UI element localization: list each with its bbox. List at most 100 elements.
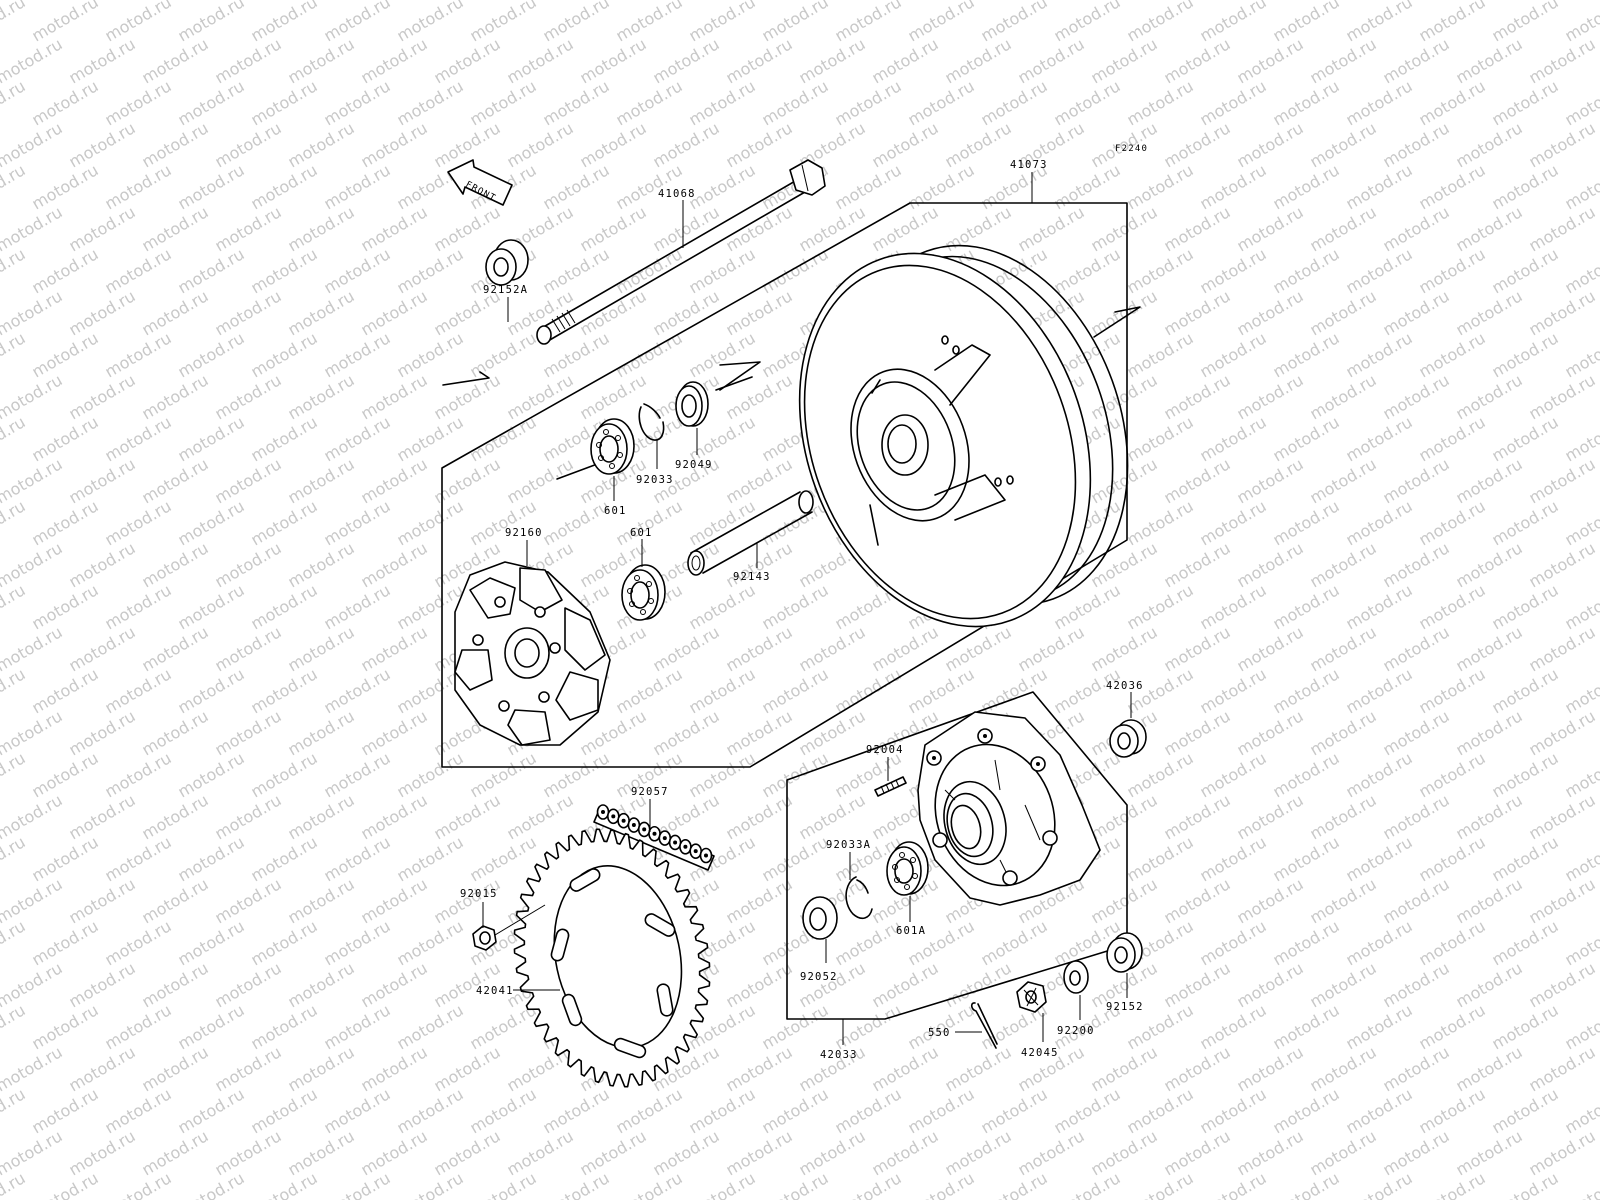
- watermark-text: motod.ru: [1015, 202, 1088, 255]
- watermark-text: motod.ru: [175, 832, 248, 885]
- watermark-text: motod.ru: [66, 454, 139, 507]
- watermark-text: motod.ru: [869, 1126, 942, 1179]
- watermark-text: motod.ru: [1197, 1084, 1270, 1137]
- watermark-text: motod.ru: [29, 160, 102, 213]
- watermark-text: motod.ru: [1015, 34, 1088, 87]
- watermark-text: motod.ru: [1380, 1126, 1453, 1179]
- watermark-text: motod.ru: [0, 538, 66, 591]
- watermark-text: motod.ru: [0, 790, 66, 843]
- watermark-text: motod.ru: [1051, 0, 1124, 45]
- wheel-part: [798, 244, 1129, 628]
- watermark-text: motod.ru: [29, 0, 102, 45]
- watermark-text: motod.ru: [540, 244, 613, 297]
- hub-damper-part: [454, 561, 611, 746]
- chain-pin: [683, 844, 688, 849]
- watermark-text: motod.ru: [613, 244, 686, 297]
- watermark-text: motod.ru: [1197, 916, 1270, 969]
- watermark-text: motod.ru: [650, 706, 723, 759]
- watermark-text: motod.ru: [1453, 370, 1526, 423]
- watermark-text: motod.ru: [0, 958, 66, 1011]
- watermark-text: motod.ru: [613, 1168, 686, 1200]
- watermark-text: motod.ru: [723, 958, 796, 1011]
- watermark-text: motod.ru: [1489, 160, 1562, 213]
- watermark-text: motod.ru: [1234, 790, 1307, 843]
- watermark-text: motod.ru: [504, 370, 577, 423]
- watermark-text: motod.ru: [1380, 34, 1453, 87]
- watermark-text: motod.ru: [248, 832, 321, 885]
- watermark-text: motod.ru: [0, 1042, 66, 1095]
- watermark-text: motod.ru: [1562, 1000, 1600, 1053]
- watermark-text: motod.ru: [796, 790, 869, 843]
- watermark-text: motod.ru: [504, 118, 577, 171]
- chain-pin: [662, 836, 667, 841]
- watermark-text: motod.ru: [613, 76, 686, 129]
- watermark-text: motod.ru: [29, 832, 102, 885]
- watermark-text: motod.ru: [796, 958, 869, 1011]
- watermark-text: motod.ru: [1270, 664, 1343, 717]
- watermark-text: motod.ru: [139, 118, 212, 171]
- watermark-text: motod.ru: [1088, 34, 1161, 87]
- watermark-text: motod.ru: [1489, 1000, 1562, 1053]
- watermark-text: motod.ru: [0, 748, 29, 801]
- watermark-text: motod.ru: [905, 160, 978, 213]
- watermark-text: motod.ru: [212, 706, 285, 759]
- watermark-text: motod.ru: [1197, 748, 1270, 801]
- watermark-text: motod.ru: [321, 412, 394, 465]
- watermark-text: motod.ru: [285, 454, 358, 507]
- watermark-text: motod.ru: [613, 160, 686, 213]
- watermark-text: motod.ru: [978, 1084, 1051, 1137]
- watermark-text: motod.ru: [1562, 160, 1600, 213]
- watermark-text: motod.ru: [540, 76, 613, 129]
- watermark-text: motod.ru: [1453, 538, 1526, 591]
- watermark-text: motod.ru: [139, 958, 212, 1011]
- watermark-text: motod.ru: [1416, 160, 1489, 213]
- watermark-text: motod.ru: [1161, 286, 1234, 339]
- watermark-text: motod.ru: [759, 748, 832, 801]
- watermark-text: motod.ru: [1562, 1084, 1600, 1137]
- watermark-text: motod.ru: [1343, 832, 1416, 885]
- watermark-text: motod.ru: [723, 790, 796, 843]
- washer-92200-part: [1063, 960, 1089, 994]
- watermark-text: motod.ru: [1562, 832, 1600, 885]
- watermark-text: motod.ru: [978, 664, 1051, 717]
- watermark-text: motod.ru: [175, 244, 248, 297]
- watermark-text: motod.ru: [1526, 1042, 1599, 1095]
- watermark-text: motod.ru: [29, 748, 102, 801]
- watermark-text: motod.ru: [723, 286, 796, 339]
- watermark-text: motod.ru: [467, 0, 540, 45]
- watermark-text: motod.ru: [1124, 244, 1197, 297]
- label-41068: 41068: [658, 188, 696, 200]
- watermark-text: motod.ru: [540, 0, 613, 45]
- collar-42036-part: [1109, 719, 1147, 758]
- watermark-text: motod.ru: [29, 412, 102, 465]
- diagram-code: F2240: [1115, 144, 1148, 154]
- label-92033: 92033: [636, 474, 674, 486]
- watermark-text: motod.ru: [285, 790, 358, 843]
- watermark-text: motod.ru: [0, 580, 29, 633]
- watermark-text: motod.ru: [394, 832, 467, 885]
- watermark-text: motod.ru: [467, 412, 540, 465]
- watermark-text: motod.ru: [358, 1042, 431, 1095]
- watermark-text: motod.ru: [1307, 118, 1380, 171]
- watermark-text: motod.ru: [175, 0, 248, 45]
- watermark-text: motod.ru: [1197, 160, 1270, 213]
- wheel-group-outline: [441, 202, 1128, 768]
- label-42036: 42036: [1106, 680, 1144, 692]
- watermark-text: motod.ru: [175, 664, 248, 717]
- watermark-text: motod.ru: [1489, 244, 1562, 297]
- watermark-text: motod.ru: [66, 706, 139, 759]
- watermark-text: motod.ru: [212, 958, 285, 1011]
- watermark-text: motod.ru: [723, 706, 796, 759]
- watermark-text: motod.ru: [1343, 76, 1416, 129]
- watermark-text: motod.ru: [1416, 1168, 1489, 1200]
- watermark-text: motod.ru: [358, 1126, 431, 1179]
- watermark-text: motod.ru: [212, 202, 285, 255]
- watermark-text: motod.ru: [1489, 1168, 1562, 1200]
- watermark-text: motod.ru: [102, 244, 175, 297]
- watermark-text: motod.ru: [175, 580, 248, 633]
- watermark-text: motod.ru: [467, 1084, 540, 1137]
- watermark-text: motod.ru: [1416, 1000, 1489, 1053]
- watermark-text: motod.ru: [175, 1168, 248, 1200]
- watermark-text: motod.ru: [1161, 622, 1234, 675]
- watermark-text: motod.ru: [686, 664, 759, 717]
